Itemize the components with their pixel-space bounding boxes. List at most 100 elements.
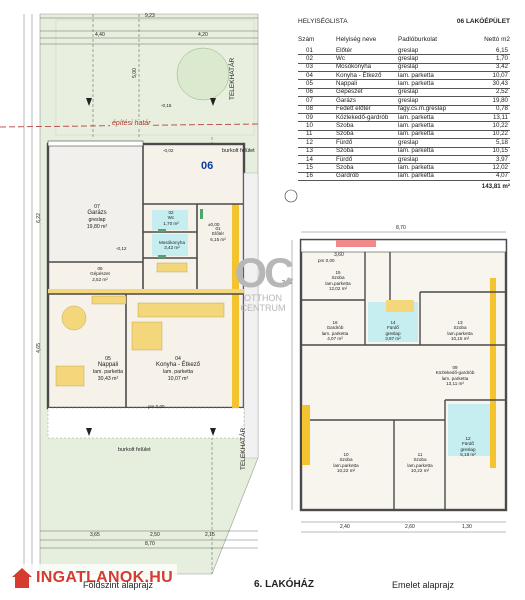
- room-area: 19,80: [468, 96, 510, 106]
- schedule-head-row: Szám Helyiség neve Padlóburkolat Nettó m…: [298, 35, 510, 47]
- kitchen-counter: [137, 302, 225, 318]
- room-name: Szoba: [336, 147, 398, 157]
- caption-upper-floor: Emelet alaprajz: [392, 580, 455, 590]
- room-area: 30,43: [468, 79, 510, 89]
- schedule-table: Szám Helyiség neve Padlóburkolat Nettó m…: [298, 35, 510, 191]
- section-markers: [86, 98, 216, 436]
- upper-floor-walls: [299, 238, 508, 512]
- room-name: Előtér: [336, 46, 398, 56]
- room-flooring: greslap: [398, 46, 468, 56]
- garage-door: [47, 140, 144, 147]
- room-flooring: lam. parketta: [398, 147, 468, 157]
- room-number: 15: [298, 163, 336, 173]
- caption-ground-floor: Földszint alaprajz: [83, 580, 154, 590]
- room-name: Szoba: [336, 163, 398, 173]
- room-number: 11: [298, 130, 336, 140]
- tree-icon: [176, 47, 230, 101]
- col-number: Szám: [298, 35, 315, 43]
- room-flooring: lam. parketta: [398, 130, 468, 140]
- room-name: Gardrób: [336, 172, 398, 182]
- house-logo-icon: [12, 568, 32, 588]
- room-flooring: lam. parketta: [398, 163, 468, 173]
- room-number: 07: [298, 96, 336, 106]
- room-area: 10,07: [468, 71, 510, 81]
- room-area: 0,78: [468, 105, 510, 115]
- room-flooring: greslap: [398, 63, 468, 73]
- ingatlanok-logo: INGATLANOK.HU: [8, 564, 177, 592]
- watermark-line-2: CENTRUM: [240, 302, 286, 313]
- room-number: 13: [298, 147, 336, 157]
- watermark-mark-icon: OC: [234, 249, 295, 296]
- upper-window: [336, 240, 376, 247]
- room-number: 01: [298, 46, 336, 56]
- room-area: 12,02: [468, 163, 510, 173]
- side-paving: [243, 172, 259, 459]
- room-flooring: lam. parketta: [398, 121, 468, 131]
- north-arrow-icon: [284, 189, 298, 203]
- schedule-header: HELYISÉGLISTA 06 LAKÓÉPÜLET: [298, 18, 510, 26]
- room-flooring: lam. parketta: [398, 71, 468, 81]
- room-flooring: lam. parketta: [398, 113, 468, 123]
- room-flooring: greslap: [398, 138, 468, 148]
- col-net-area: Nettó m2: [484, 35, 510, 43]
- upper-dimension-lines: [291, 231, 506, 533]
- room-name: Garázs: [336, 96, 398, 106]
- room-name: Gépészet: [336, 88, 398, 98]
- schedule-total: 143,81 m²: [481, 182, 510, 190]
- room-schedule: HELYISÉGLISTA 06 LAKÓÉPÜLET Szám Helyisé…: [298, 18, 510, 191]
- room-number: 05: [298, 79, 336, 89]
- room-area: 6,15: [468, 46, 510, 56]
- room-number: 03: [298, 63, 336, 73]
- room-name: Fürdő: [336, 138, 398, 148]
- room-number: 02: [298, 54, 336, 64]
- room-flooring: greslap: [398, 54, 468, 64]
- sofa: [55, 365, 85, 387]
- upper-insulation: [490, 278, 496, 468]
- room-area: 3,97: [468, 155, 510, 165]
- room-area: 10,22: [468, 121, 510, 131]
- upper-wardrobe: [302, 405, 310, 465]
- room-area: 10,15: [468, 147, 510, 157]
- upper-stair: [386, 300, 414, 312]
- stairs: [91, 295, 127, 305]
- room-number: 04: [298, 71, 336, 81]
- room-number: 08: [298, 105, 336, 115]
- room-area: 3,42: [468, 63, 510, 73]
- door-marks: [158, 209, 203, 258]
- col-room-name: Helyiség neve: [336, 35, 377, 43]
- room-flooring: lam. parketta: [398, 79, 468, 89]
- room-number: 14: [298, 155, 336, 165]
- room-name: Fedett előtér: [336, 105, 398, 115]
- room-area: 5,18: [468, 138, 510, 148]
- laundry-tiles: [152, 234, 188, 256]
- room-name: Közlekedő-gardrób: [336, 113, 398, 123]
- room-area: 1,70: [468, 54, 510, 64]
- room-name: Mosókonyha: [336, 63, 398, 73]
- room-number: 12: [298, 138, 336, 148]
- watermark-logo: OC OTTHON CENTRUM: [228, 252, 298, 314]
- insulation-strip: [232, 204, 239, 408]
- upper-interior-walls: [301, 252, 506, 510]
- rear-terrace: [47, 407, 245, 439]
- dining-table: [131, 321, 163, 351]
- room-area: 2,52: [468, 88, 510, 98]
- brand-name: INGATLANOK.HU: [36, 569, 173, 586]
- round-table: [61, 305, 87, 331]
- room-flooring: greslap: [398, 96, 468, 106]
- room-name: Fürdő: [336, 155, 398, 165]
- schedule-subtitle: 06 LAKÓÉPÜLET: [456, 18, 510, 25]
- upper-roof-edge: [300, 239, 507, 253]
